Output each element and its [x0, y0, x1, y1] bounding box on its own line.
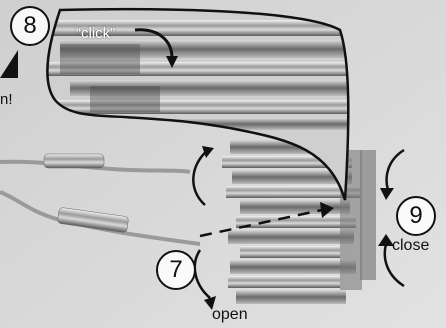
close-label: close: [392, 237, 430, 254]
curved-arrow-up-icon: [192, 149, 209, 206]
curved-arrow-close-top-icon: [385, 148, 405, 191]
connector-block: [222, 140, 376, 304]
click-label: “click”: [76, 25, 116, 42]
step-number-7: 7: [156, 250, 196, 290]
step-number-8: 8: [10, 6, 50, 46]
cable-left-top: [0, 153, 191, 174]
curved-arrow-down-icon: [193, 249, 211, 299]
open-label: open: [212, 306, 248, 323]
curved-arrow-close-bottom-icon: [383, 243, 405, 288]
click-arrow-icon: [134, 28, 174, 59]
warning-triangle-icon: [0, 50, 18, 78]
insert-arrow-icon: [199, 208, 323, 238]
step-number-9: 9: [396, 196, 436, 236]
cable-left-bottom: [0, 190, 201, 246]
cut-warning-text: n!: [0, 91, 13, 108]
